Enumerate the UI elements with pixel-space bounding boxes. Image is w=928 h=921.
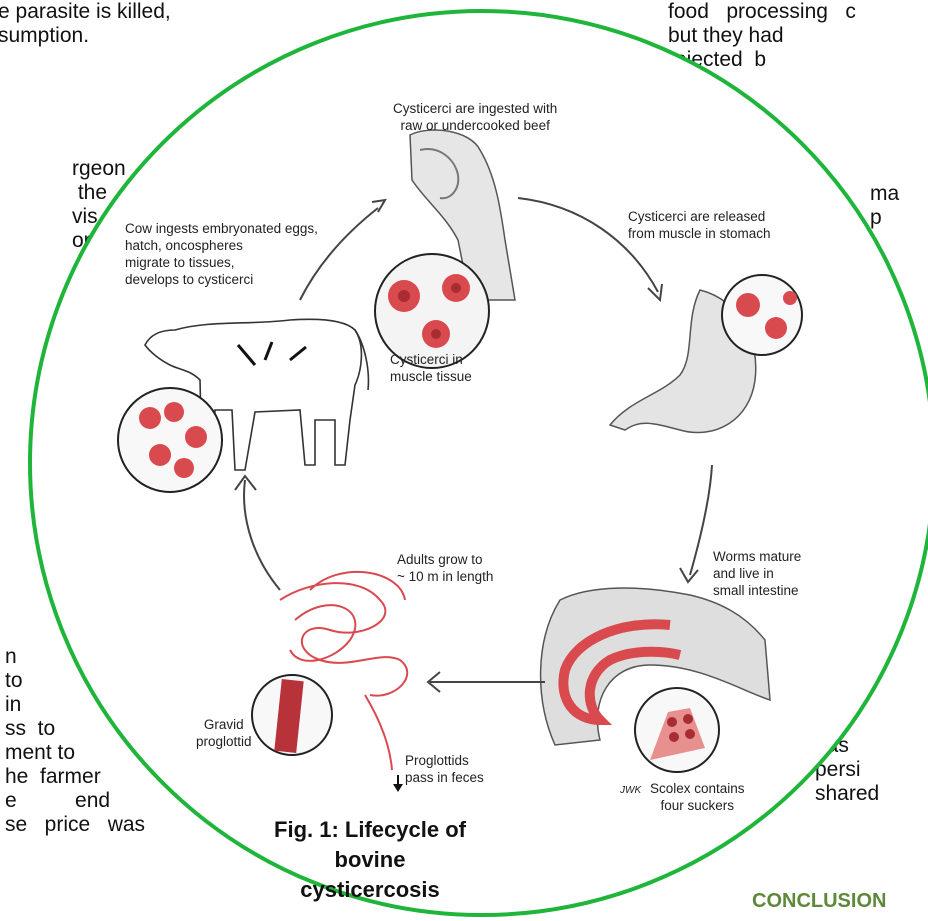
worms-label: Worms mature and live in small intestine (713, 548, 801, 599)
ingest-label: Cysticerci are ingested with raw or unde… (393, 100, 557, 134)
release-label: Cysticerci are released from muscle in s… (628, 208, 771, 242)
stomach-magnifier (722, 275, 802, 355)
gravid-label: Gravid proglottid (196, 716, 252, 750)
scolex-magnifier (635, 688, 719, 772)
muscle-label: Cysticerci in muscle tissue (390, 351, 472, 385)
gravid-proglottid-magnifier (252, 675, 332, 755)
scolex-label: Scolex contains four suckers (650, 780, 745, 814)
cow-label: Cow ingests embryonated eggs, hatch, onc… (125, 220, 318, 288)
adults-label: Adults grow to ~ 10 m in length (397, 551, 493, 585)
proglottids-label: Proglottids pass in feces (405, 752, 484, 786)
cow-tissue-magnifier (118, 388, 222, 492)
figure-caption: Fig. 1: Lifecycle of bovine cysticercosi… (240, 815, 500, 905)
artist-mark: JWK (620, 782, 641, 799)
